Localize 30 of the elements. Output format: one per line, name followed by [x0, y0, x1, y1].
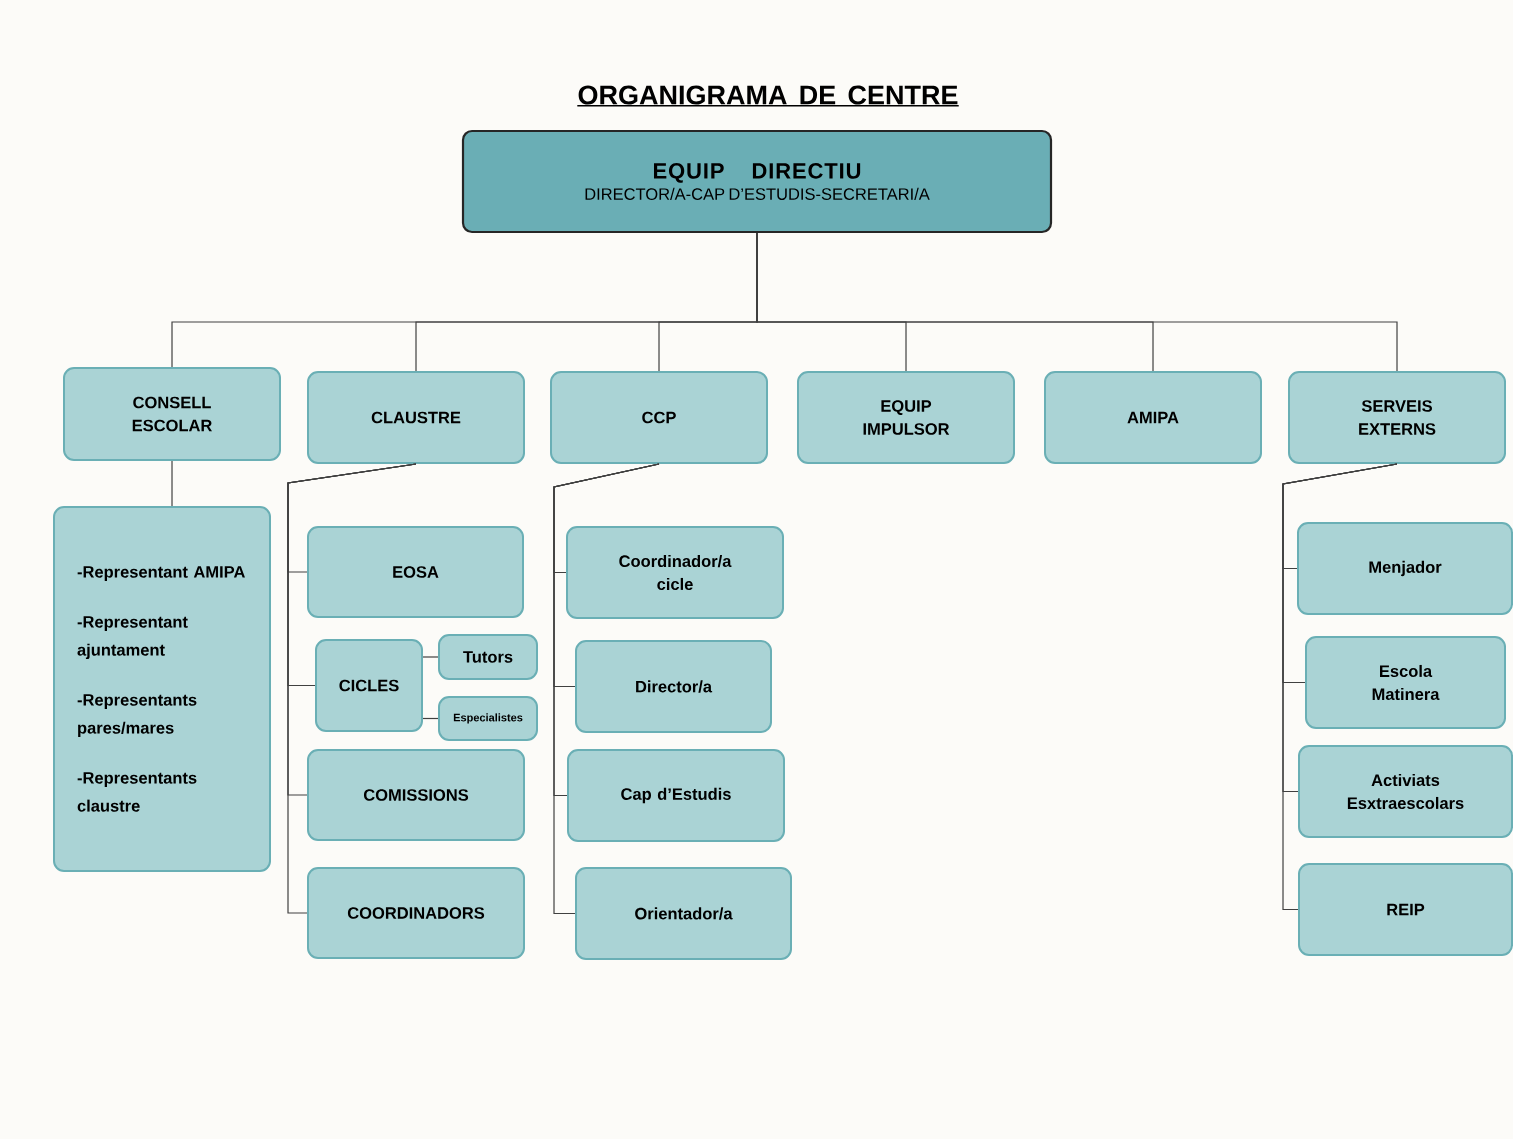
connector-line	[422, 717, 439, 720]
org-box: COMISSIONS	[307, 749, 525, 841]
connector-line	[287, 463, 417, 914]
org-box: REIP	[1298, 863, 1513, 956]
org-box: EQUIP IMPULSOR	[797, 371, 1015, 464]
org-box: Especialistes	[438, 696, 538, 741]
org-box: EOSA	[307, 526, 524, 618]
org-box: Director/a	[575, 640, 772, 733]
org-box: COORDINADORS	[307, 867, 525, 959]
connector-line	[553, 463, 660, 915]
org-box: Tutors	[438, 634, 538, 680]
org-box: Escola Matinera	[1305, 636, 1506, 729]
org-box: Activiats Esxtraescolars	[1298, 745, 1513, 838]
org-box: CCP	[550, 371, 768, 464]
org-box: Cap d’Estudis	[567, 749, 785, 842]
org-box: CLAUSTRE	[307, 371, 525, 464]
org-box: Menjador	[1297, 522, 1513, 615]
connector-line	[422, 656, 439, 658]
title: ORGANIGRAMA DE CENTRE	[578, 85, 958, 105]
connector-line	[756, 232, 1398, 372]
org-box: SERVEIS EXTERNS	[1288, 371, 1506, 464]
connector-line	[171, 460, 173, 507]
org-box: CONSELL ESCOLAR	[63, 367, 281, 461]
org-box: CICLES	[315, 639, 423, 732]
org-box: Coordinador/a cicle	[566, 526, 784, 619]
org-box: AMIPA	[1044, 371, 1262, 464]
org-box: Orientador/a	[575, 867, 792, 960]
connector-line	[1282, 463, 1398, 911]
org-box: -Representant AMIPA -Representant ajuntament -Representants pares/mares -Representants claustre	[53, 506, 271, 872]
header-box: EQUIP DIRECTIU DIRECTOR/A-CAP D’ESTUDIS-SECRETARI/A	[461, 129, 1053, 234]
